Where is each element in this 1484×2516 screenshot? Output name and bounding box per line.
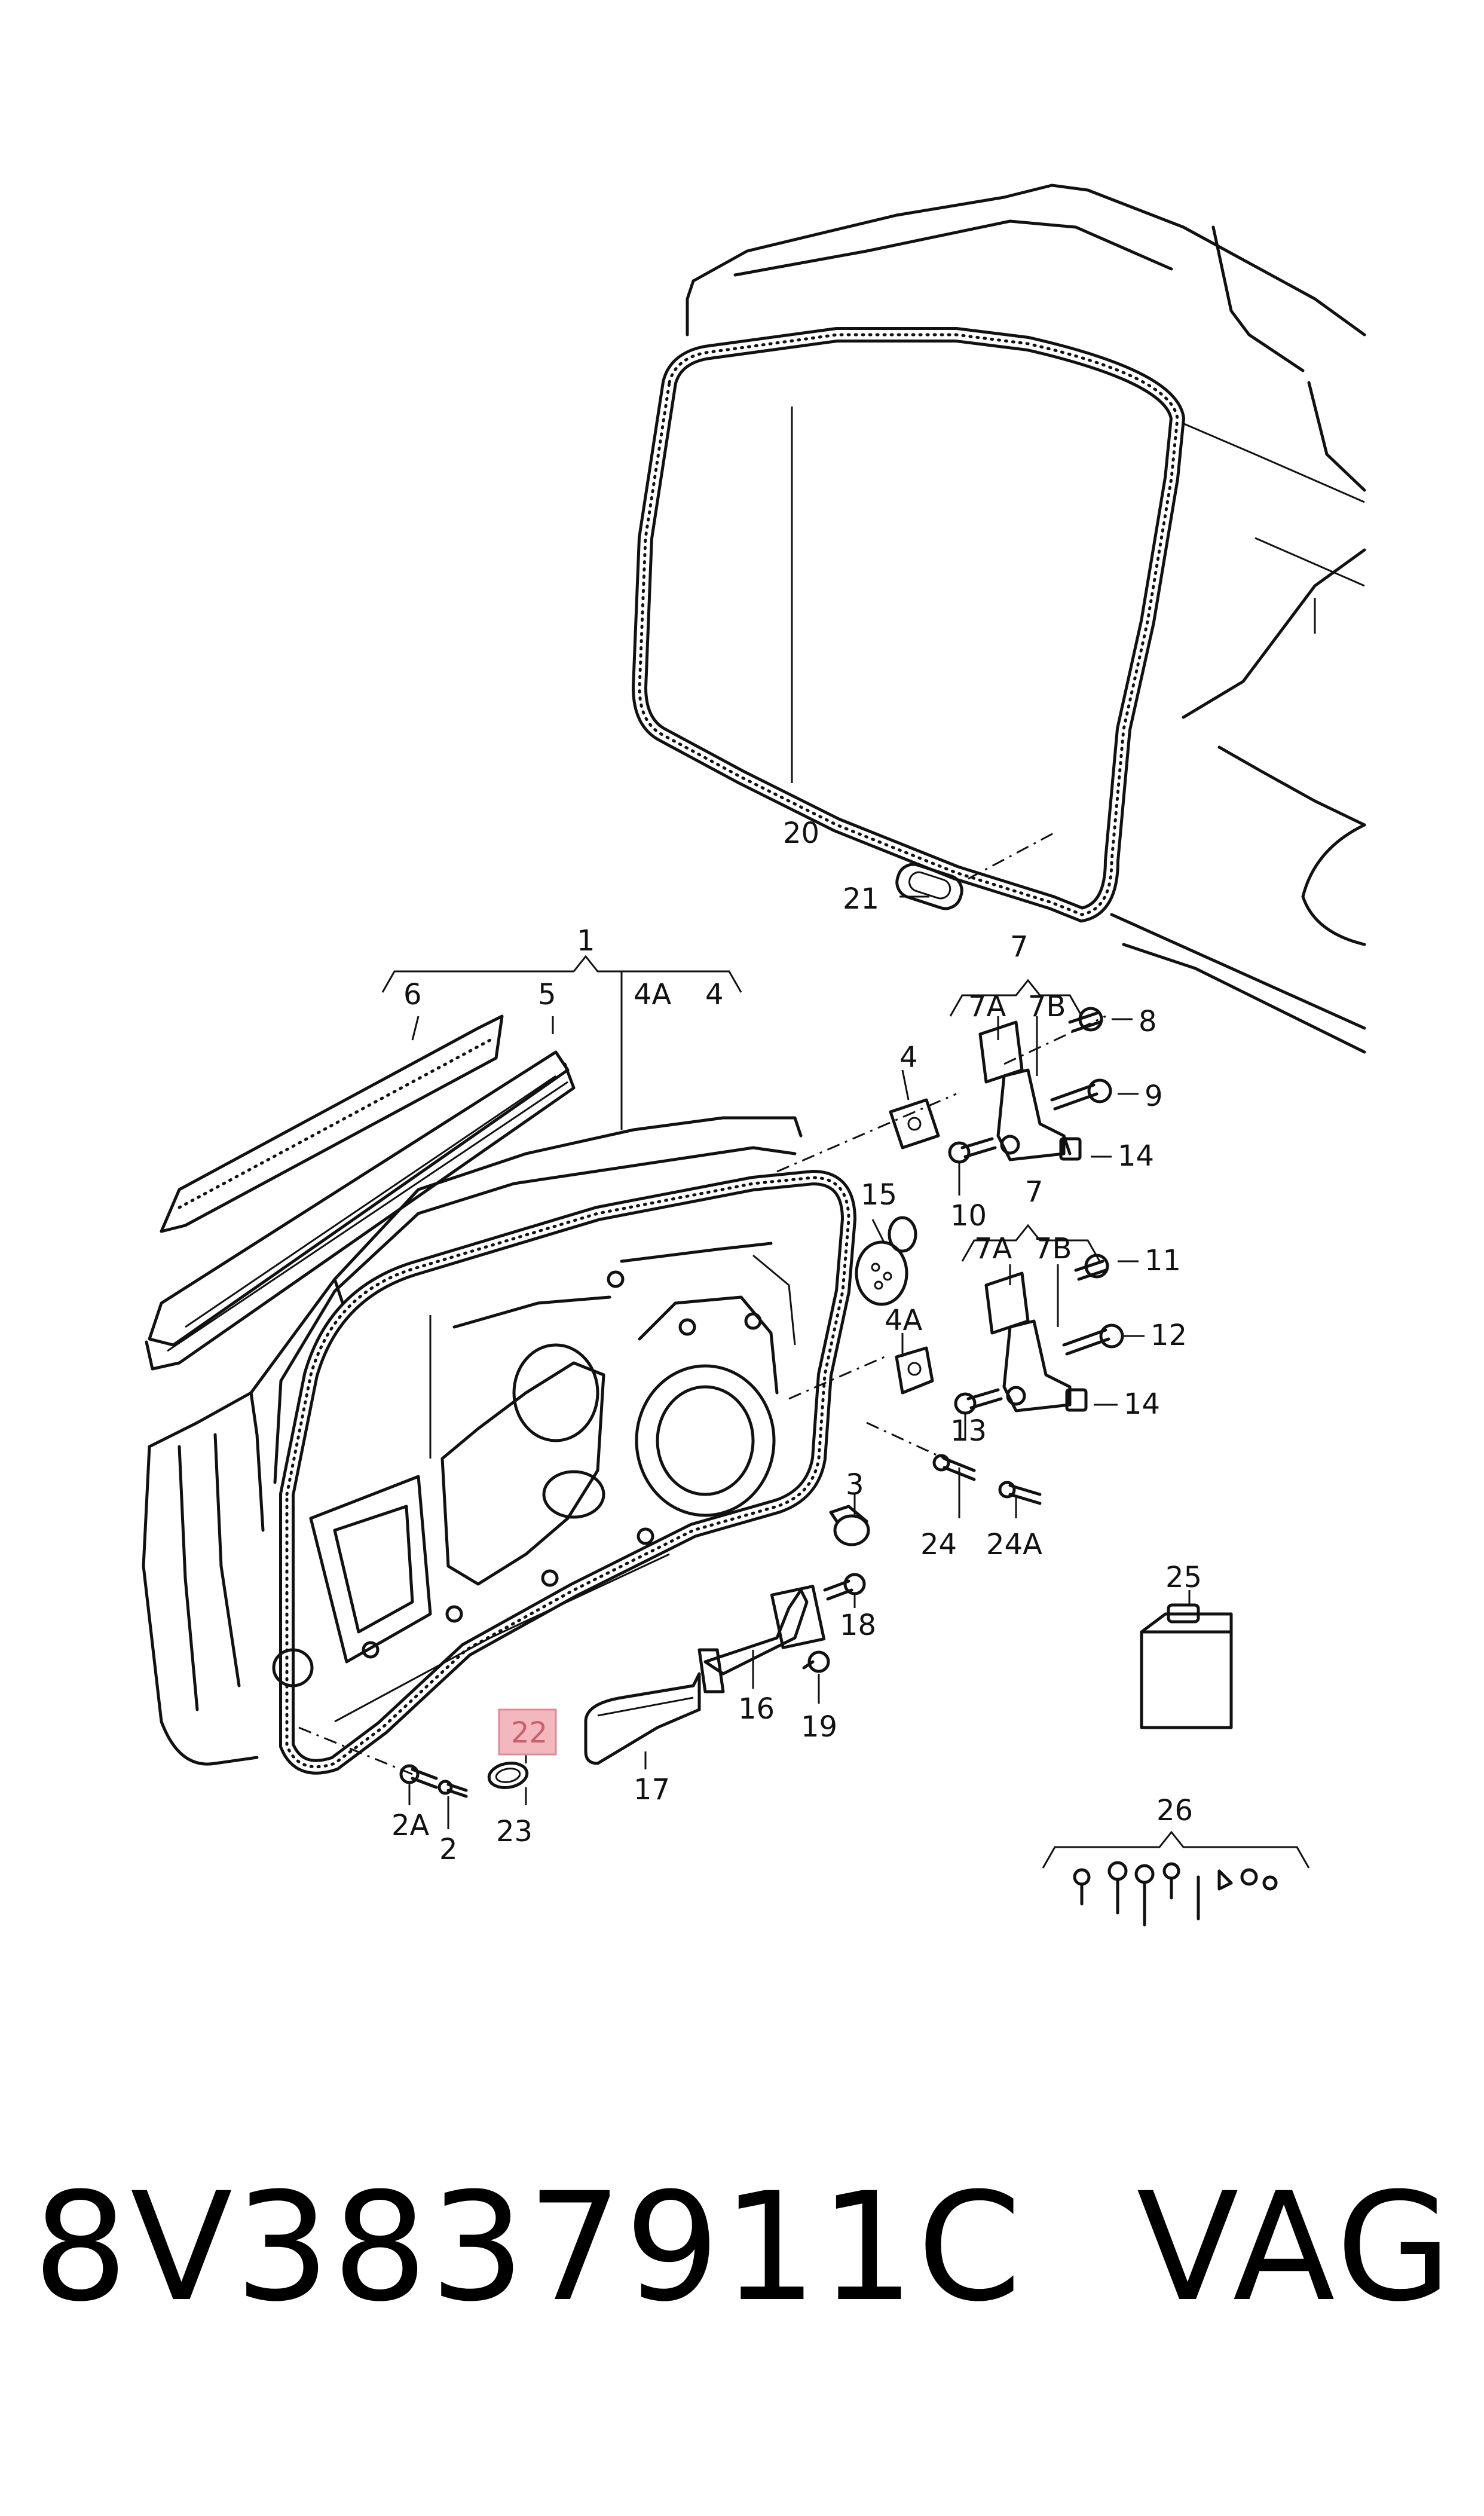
label-7a-top: 7A <box>968 990 1006 1023</box>
hinge-plate-4 <box>776 1093 957 1173</box>
label-1: 1 <box>577 924 595 958</box>
plug-21 <box>895 830 1058 910</box>
fastener-set-26 <box>1073 1861 1278 1927</box>
container-25 <box>1140 1603 1233 1729</box>
part-number: 8V3837911C <box>33 2160 1024 2334</box>
label-15: 15 <box>861 1178 897 1212</box>
door-check-16 <box>697 1573 866 1693</box>
highlight-box-22 <box>498 1708 557 1756</box>
trim-17 <box>584 1672 701 1765</box>
label-4a-top: 4A <box>634 978 672 1011</box>
label-17: 17 <box>634 1773 670 1806</box>
leader-lines <box>381 406 1310 1869</box>
label-5: 5 <box>538 978 556 1011</box>
plug-23 <box>487 1762 529 1789</box>
label-7b-bot: 7B <box>1034 1232 1072 1265</box>
stop-3 <box>829 1505 870 1546</box>
label-11: 11 <box>1145 1244 1181 1277</box>
label-26: 26 <box>1156 1794 1193 1827</box>
label-9: 9 <box>1145 1080 1163 1113</box>
label-14-bot: 14 <box>1124 1387 1160 1421</box>
callout-labels: 1 6 5 4A 4 20 21 7 7A 7B 8 9 4 10 14 15 … <box>391 817 1202 1866</box>
bolts-24 <box>866 1421 1042 1505</box>
label-23: 23 <box>496 1815 533 1848</box>
label-7a-bot: 7A <box>974 1232 1012 1265</box>
label-3: 3 <box>846 1468 864 1502</box>
label-14-top: 14 <box>1118 1139 1154 1173</box>
label-22: 22 <box>511 1716 547 1750</box>
hinge-plate-4a <box>788 1346 934 1400</box>
label-24a: 24A <box>986 1528 1042 1561</box>
label-13: 13 <box>950 1414 987 1448</box>
label-8: 8 <box>1139 1005 1157 1038</box>
label-12: 12 <box>1151 1319 1187 1352</box>
label-20: 20 <box>783 817 819 850</box>
brand-name: VAG <box>1136 2160 1455 2334</box>
label-25: 25 <box>1165 1561 1202 1594</box>
label-4a: 4A <box>885 1304 923 1337</box>
label-7-bot: 7 <box>1025 1175 1044 1209</box>
label-7-top: 7 <box>1010 930 1029 964</box>
label-21: 21 <box>843 882 879 916</box>
upper-hinge-7 <box>948 1007 1112 1164</box>
label-19: 19 <box>801 1710 837 1744</box>
label-10: 10 <box>950 1199 987 1233</box>
label-4: 4 <box>899 1041 918 1074</box>
bolts-2 <box>298 1726 468 1798</box>
label-6: 6 <box>403 978 422 1011</box>
door-assembly <box>142 1116 857 1775</box>
window-strips <box>145 1014 576 1371</box>
label-18: 18 <box>840 1609 876 1642</box>
label-4-top: 4 <box>705 978 724 1011</box>
label-24: 24 <box>920 1528 957 1561</box>
door-opening-seal <box>631 327 1186 923</box>
check-cover-15 <box>855 1216 917 1306</box>
label-7b-top: 7B <box>1028 990 1066 1023</box>
footer: 8V3837911C VAG <box>33 2170 1455 2325</box>
label-2a: 2A <box>391 1809 430 1842</box>
lower-hinge-7 <box>954 1254 1124 1415</box>
label-16: 16 <box>738 1692 775 1726</box>
label-2: 2 <box>439 1833 458 1866</box>
